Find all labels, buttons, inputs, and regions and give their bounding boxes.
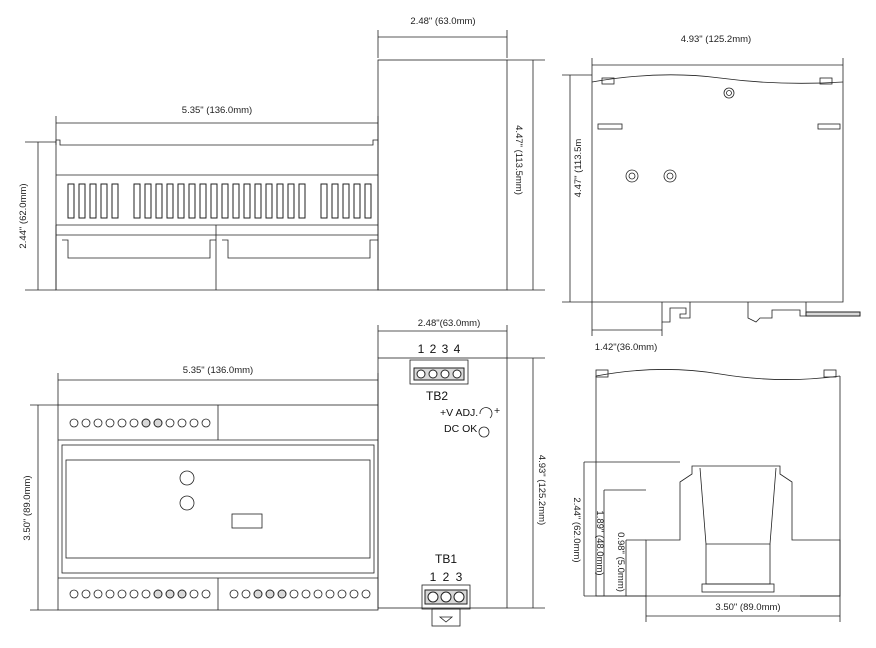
svg-text:2: 2 <box>430 342 437 356</box>
right-top-offset-label: 1.42"(36.0mm) <box>595 342 658 353</box>
top-front-height-label: 2.44" (62.0mm) <box>18 183 29 248</box>
svg-text:3: 3 <box>456 570 463 584</box>
tb1-label: TB1 <box>435 552 457 566</box>
bottom-terminal-screws <box>69 589 371 599</box>
svg-text:3: 3 <box>442 342 449 356</box>
top-side-view: 2.48" (63.0mm) 4.47" (113.5mm) <box>377 16 545 291</box>
bottom-front-view: 5.35" (136.0mm) <box>22 365 379 611</box>
dc-ok-label: DC OK <box>444 423 477 435</box>
svg-text:4: 4 <box>454 342 461 356</box>
bottom-right-h2-label: 1.89" (48.0mm) <box>594 510 605 575</box>
svg-text:1: 1 <box>430 570 437 584</box>
top-side-height-label: 4.47" (113.5mm) <box>513 125 524 195</box>
bottom-front-width-label: 5.35" (136.0mm) <box>183 365 253 376</box>
top-side-depth-label: 2.48" (63.0mm) <box>410 16 475 27</box>
tb2-terminal-block: 1 2 3 4 TB2 <box>409 342 469 403</box>
tb1-terminal-block: TB1 1 2 3 <box>421 552 471 627</box>
v-adj-plus: + <box>494 405 500 417</box>
top-front-width-label: 5.35" (136.0mm) <box>182 105 252 116</box>
top-right-view: 4.93" (125.2mm) 4.47" (113.5m 1.42"(36.0… <box>562 34 861 353</box>
top-front-view: 5.35" (136.0mm) <box>18 105 379 291</box>
v-adj-label: +V ADJ. <box>440 407 478 419</box>
bottom-right-h1-label: 2.44" (62.0mm) <box>571 497 582 562</box>
right-top-height-label: 4.47" (113.5m <box>573 139 584 198</box>
bottom-front-height-label: 3.50" (89.0mm) <box>22 475 33 540</box>
tb2-label: TB2 <box>426 389 448 403</box>
vent-slots <box>67 183 372 219</box>
bottom-right-width-label: 3.50" (89.0mm) <box>715 602 780 613</box>
svg-text:1: 1 <box>418 342 425 356</box>
bottom-side-view: 2.48"(63.0mm) 1 2 3 4 TB2 +V ADJ. + DC O… <box>377 318 547 627</box>
svg-text:2: 2 <box>443 570 450 584</box>
bottom-right-h3-label: 0.98" (5.0mm) <box>615 532 626 592</box>
bottom-right-view: 2.44" (62.0mm) 1.89" (48.0mm) 0.98" (5.0… <box>571 369 841 622</box>
right-top-width-label: 4.93" (125.2mm) <box>681 34 751 45</box>
top-terminal-screws <box>69 418 211 428</box>
bottom-side-depth-label: 2.48"(63.0mm) <box>418 318 481 329</box>
bottom-side-height-label: 4.93" (125.2mm) <box>536 455 547 525</box>
